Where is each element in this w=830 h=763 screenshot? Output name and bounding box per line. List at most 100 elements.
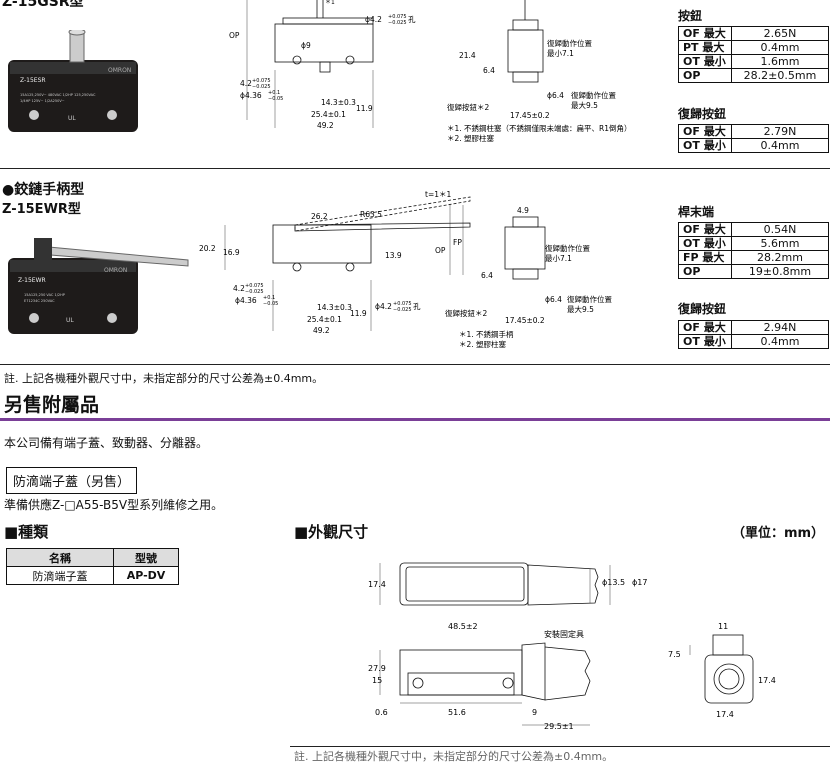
d2-d202: 20.2 <box>199 244 216 253</box>
d2-d64d: ϕ6.4 <box>545 295 562 304</box>
accessories-heading: 另售附屬品 <box>4 394 100 416</box>
d1-d143: 14.3±0.3 <box>321 98 356 107</box>
d2-fp: FP <box>453 238 462 247</box>
table1-title: 按鈕 <box>678 9 703 23</box>
d2-d254: 25.4±0.1 <box>307 315 342 324</box>
d2-hole-top: +0.075 <box>393 301 412 307</box>
d3-d75: 7.5 <box>668 650 681 659</box>
d2-d119: 11.9 <box>350 309 367 318</box>
d2-d1745: 17.45±0.2 <box>505 316 545 325</box>
d1-d1745: 17.45±0.2 <box>510 111 550 120</box>
d2-d436-top: +0.1 <box>263 295 275 301</box>
d2-op: OP <box>435 246 446 255</box>
d3-d06: 0.6 <box>375 708 388 717</box>
d1-d436-bot: −0.05 <box>268 96 283 102</box>
d3-d135: ϕ13.5 <box>602 578 625 587</box>
photo2-tag: UL <box>66 317 74 324</box>
d2-rp-pos: 復歸動作位置 <box>545 243 590 253</box>
d1-star1: ＊1 <box>325 0 335 6</box>
table2-title: 復歸按鈕 <box>678 107 727 121</box>
photo1-spec1: 15A125,250V~ 480VAC 1/2HP 125,250VAC <box>20 93 96 97</box>
d3-d174: 17.4 <box>368 580 386 589</box>
section2-model: Z-15EWR型 <box>2 202 81 217</box>
d1-d214: 21.4 <box>459 51 476 60</box>
switch-photo-1: Z-15ESR OMRON 15A125,250V~ 480VAC 1/2HP … <box>8 30 138 132</box>
terminal-cover-desc: 準備供應Z-□A55-B5V型系列維修之用。 <box>4 498 224 512</box>
d3-d174b: 17.4 <box>716 710 734 719</box>
d1-d492: 49.2 <box>317 121 334 130</box>
dimension-drawing-3: 17.4 ϕ13.5 ϕ17 48.5±2 安裝固定具 27.9 15 0.6 … <box>368 562 776 731</box>
table3-title: 桿末端 <box>678 205 715 219</box>
footnote-tolerance: 註. 上記各機種外觀尺寸中，未指定部分的尺寸公差為±0.4mm。 <box>4 372 324 385</box>
types-heading: ■種類 <box>4 523 49 541</box>
photo1-brand: OMRON <box>108 67 131 74</box>
d2-r635: R63.5 <box>360 210 382 219</box>
d3-d279: 27.9 <box>368 664 386 673</box>
photo2-spec2: E71234C 250VAC <box>24 299 55 303</box>
d3-d15: 15 <box>372 676 382 685</box>
d2-d139: 13.9 <box>385 251 402 260</box>
section2-heading: ●鉸鏈手柄型 <box>2 182 85 198</box>
table4-title: 復歸按鈕 <box>678 302 727 316</box>
d2-d262: 26.2 <box>311 212 328 221</box>
d1-hole-bot: −0.025 <box>388 20 407 26</box>
d1-d42b-top: +0.075 <box>252 78 271 84</box>
d1-d9: ϕ9 <box>301 41 311 50</box>
d1-d119: 11.9 <box>356 104 373 113</box>
dimension-drawing-2: t=1＊1 26.2 R63.5 20.2 16.9 13.9 OP FP 4.… <box>199 190 612 349</box>
d1-rp-pos: 復歸動作位置 <box>547 38 592 48</box>
terminal-cover-box-title: 防滴端子蓋（另售） <box>6 467 138 494</box>
d2-d42-top: +0.075 <box>245 283 264 289</box>
d1-d436: ϕ4.36 <box>240 91 262 100</box>
d1-rp-pos2: 復歸動作位置 <box>571 90 616 100</box>
divider-2 <box>0 364 830 365</box>
photo2-spec1: 15A125,250 VAC 1/2HP <box>24 293 65 297</box>
divider-3 <box>290 746 830 747</box>
d2-d143: 14.3±0.3 <box>317 303 352 312</box>
d2-rp-min: 最小7.1 <box>545 254 572 263</box>
d3-d485: 48.5±2 <box>448 622 478 631</box>
d1-hole-top: +0.075 <box>388 14 407 20</box>
d2-d42: 4.2 <box>233 284 245 293</box>
d1-hole-suffix: 孔 <box>408 15 416 24</box>
d3-d295: 29.5±1 <box>544 722 574 731</box>
d1-note2: ＊2. 塑膠柱塞 <box>447 133 495 143</box>
d2-d64: 6.4 <box>481 271 493 280</box>
d1-rp-min: 最小7.1 <box>547 49 574 58</box>
dims-heading: ■外觀尺寸 <box>294 523 369 541</box>
photo1-tag: UL <box>68 115 76 122</box>
d1-d436-top: +0.1 <box>268 90 280 96</box>
d2-hole-bot: −0.025 <box>393 307 412 313</box>
d2-hole-suffix: 孔 <box>413 302 421 311</box>
d2-d436: ϕ4.36 <box>235 296 257 305</box>
d1-hole: ϕ4.2 <box>365 15 382 24</box>
d3-d516: 51.6 <box>448 708 466 717</box>
type-table: 名稱 型號 防滴端子蓋 AP-DV <box>6 548 179 585</box>
d3-d9: 9 <box>532 708 537 717</box>
d2-reset-btn: 復歸按鈕＊2 <box>445 308 487 318</box>
divider-1 <box>0 168 830 169</box>
d2-d42-bot: −0.025 <box>245 289 264 295</box>
d3-d17: ϕ17 <box>632 578 647 587</box>
photo1-label: Z-15ESR <box>20 77 46 84</box>
d1-d42b: 4.2 <box>240 79 252 88</box>
d1-d254: 25.4±0.1 <box>311 110 346 119</box>
d2-t1: t=1＊1 <box>425 190 451 199</box>
d1-rp-max: 最大9.5 <box>571 100 598 110</box>
d1-op: OP <box>229 31 240 40</box>
accessories-underline <box>0 418 830 421</box>
d2-note2: ＊2. 塑膠柱塞 <box>459 339 507 349</box>
d1-note1: ＊1. 不銹鋼柱塞（不銹鋼僅限未端處：扁平、R1倒角） <box>447 123 632 133</box>
unit-label: （單位：mm） <box>732 526 825 541</box>
d2-rp-pos2: 復歸動作位置 <box>567 294 612 304</box>
d1-d64d: ϕ6.4 <box>547 91 564 100</box>
d1-d64: 6.4 <box>483 66 495 75</box>
d2-d169: 16.9 <box>223 248 240 257</box>
d3-mount: 安裝固定具 <box>544 629 584 639</box>
dimension-drawing-1: OP ϕ4.2 +0.075 −0.025 孔 ＊1 ϕ9 4.2 +0.075… <box>229 0 632 143</box>
photo2-label: Z-15EWR <box>18 277 46 284</box>
